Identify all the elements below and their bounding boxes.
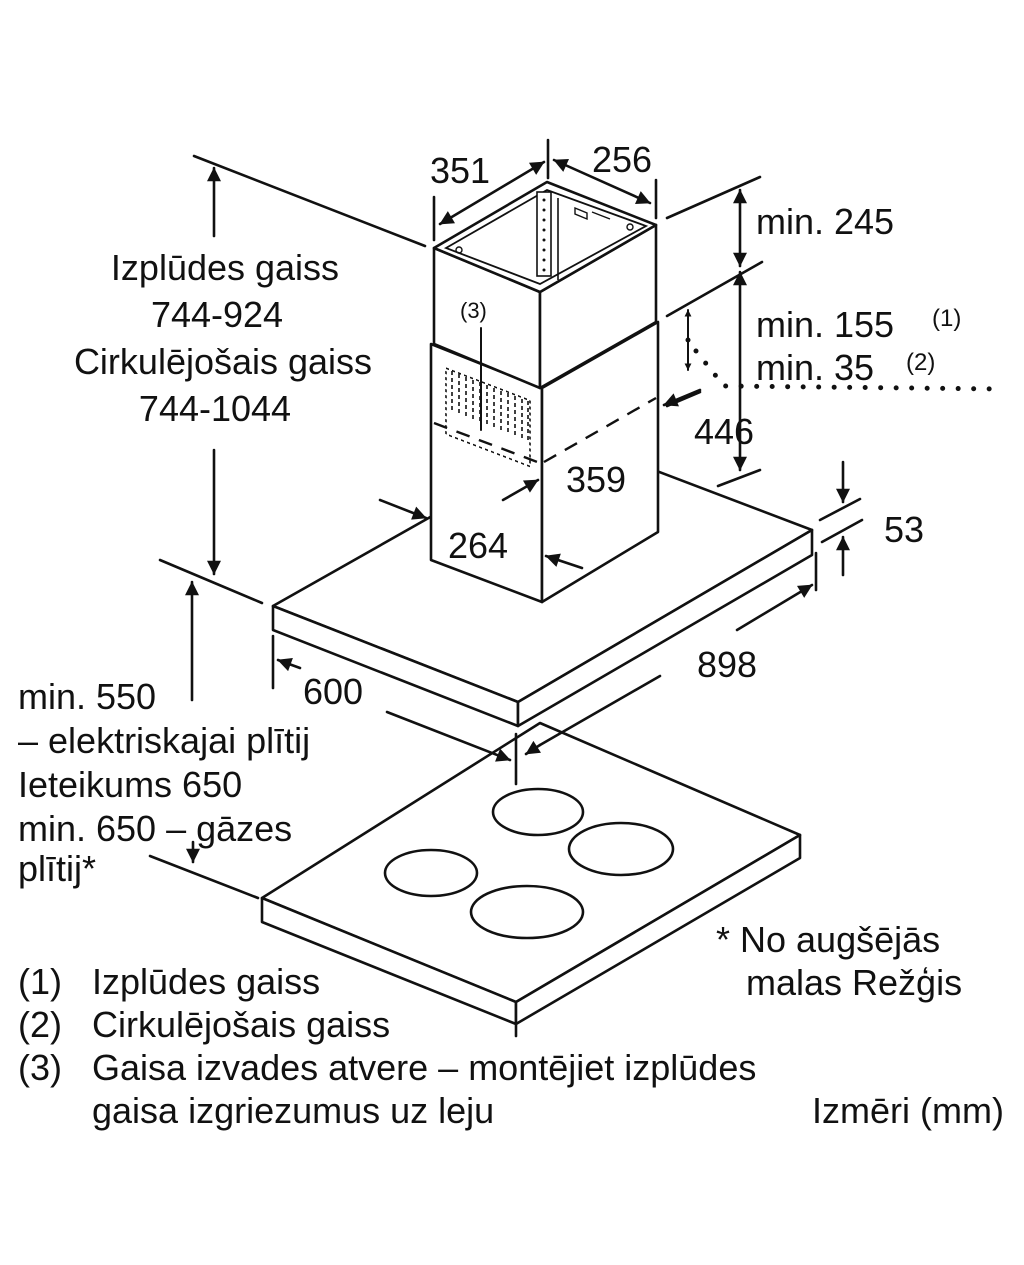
dim-min-35: min. 35 — [756, 347, 874, 388]
legend-text-1: Izplūdes gaiss — [92, 961, 320, 1002]
lower-chimney — [429, 320, 660, 604]
hob-burner — [567, 821, 675, 877]
exhaust-range: 744-924 — [151, 294, 283, 335]
dim-446: 446 — [694, 411, 754, 452]
footnote-1: * No augšējās — [716, 919, 940, 960]
dim-min-155: min. 155 — [756, 304, 894, 345]
dim-ref-2: (2) — [906, 349, 935, 376]
hob-clearance-3: Ieteikums 650 — [18, 764, 242, 805]
legend-key-2: (2) — [18, 1004, 62, 1045]
air-outlet-grille — [445, 367, 531, 468]
dim-264: 264 — [448, 525, 508, 566]
hob-burner — [383, 848, 479, 898]
hob-clearance-1: min. 550 — [18, 676, 156, 717]
dim-min-245: min. 245 — [756, 201, 894, 242]
legend-text-2: Cirkulējošais gaiss — [92, 1004, 390, 1045]
recirc-label: Cirkulējošais gaiss — [74, 341, 372, 382]
dim-359: 359 — [566, 459, 626, 500]
dim-600: 600 — [303, 671, 363, 712]
dim-898: 898 — [697, 644, 757, 685]
outlet-ref-3: (3) — [460, 298, 487, 323]
hob-clearance-4: min. 650 – gāzes — [18, 808, 292, 849]
legend-key-3: (3) — [18, 1047, 62, 1088]
hob-burner — [469, 884, 585, 940]
exhaust-label: Izplūdes gaiss — [111, 247, 339, 288]
hob-clearance-5: plītij* — [18, 848, 96, 889]
legend-key-1: (1) — [18, 961, 62, 1002]
dimension-lines — [148, 138, 1003, 900]
dim-53: 53 — [884, 509, 924, 550]
hob-burner — [491, 787, 585, 837]
dim-ref-1: (1) — [932, 305, 961, 332]
recirc-range: 744-1044 — [139, 388, 291, 429]
legend-text-3b: gaisa izgriezumus uz leju — [92, 1090, 494, 1131]
dim-256: 256 — [592, 139, 652, 180]
legend-text-3: Gaisa izvades atvere – montējiet izplūde… — [92, 1047, 756, 1088]
hob — [260, 721, 802, 1038]
dim-351: 351 — [430, 150, 490, 191]
units-label: Izmēri (mm) — [812, 1090, 1004, 1131]
upper-chimney — [432, 180, 658, 390]
footnote-2: malas Režģis — [746, 962, 962, 1003]
hob-clearance-2: – elektriskajai plītij — [18, 720, 310, 761]
